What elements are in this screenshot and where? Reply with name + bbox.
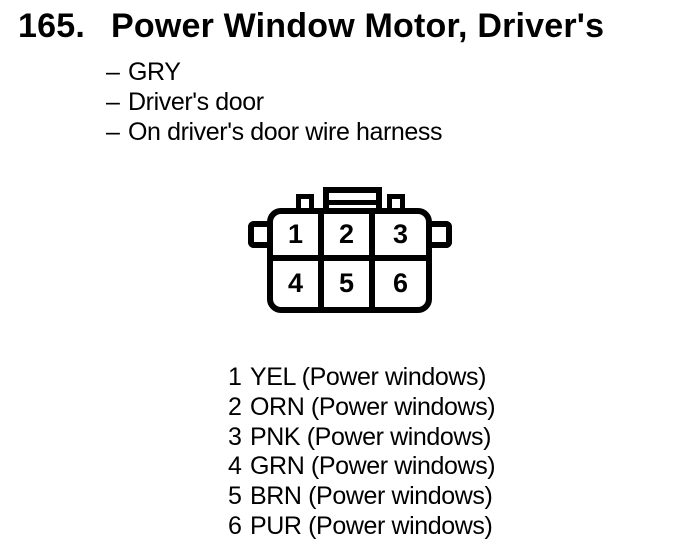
item-number: 165. bbox=[18, 7, 85, 45]
dash-bullet: – bbox=[106, 58, 120, 86]
pin-legend-row: 4 GRN (Power windows) bbox=[228, 452, 496, 482]
dash-bullet: – bbox=[106, 88, 120, 116]
pin-wire-label: BRN (Power windows) bbox=[250, 482, 493, 511]
connector-top-tab-left bbox=[296, 194, 314, 211]
pin-legend: 1 YEL (Power windows) 2 ORN (Power windo… bbox=[228, 363, 496, 542]
note-item: – GRY bbox=[106, 57, 442, 87]
pin-legend-row: 6 PUR (Power windows) bbox=[228, 512, 495, 542]
connector-latch-ridge bbox=[329, 200, 376, 205]
note-text: Driver's door bbox=[128, 88, 264, 116]
pin-number: 6 bbox=[228, 511, 242, 540]
note-text: On driver's door wire harness bbox=[128, 118, 443, 146]
pin-number: 2 bbox=[228, 392, 242, 421]
pin-number: 1 bbox=[228, 363, 242, 391]
item-title-text: Power Window Motor, Driver's bbox=[110, 7, 605, 45]
pin-cavity-5: 5 bbox=[324, 260, 375, 307]
note-text: GRY bbox=[128, 58, 181, 86]
pin-legend-row: 2 ORN (Power windows) bbox=[228, 392, 496, 423]
pin-legend-row: 5 BRN (Power windows) bbox=[228, 482, 495, 512]
page-title: 165. Power Window Motor, Driver's bbox=[18, 6, 604, 46]
pin-wire-label: GRN (Power windows) bbox=[250, 452, 496, 481]
pin-cavity-4: 4 bbox=[273, 260, 324, 307]
connector-latch bbox=[323, 187, 382, 211]
pin-wire-label: YEL (Power windows) bbox=[250, 363, 487, 391]
pin-legend-row: 3 PNK (Power windows) bbox=[228, 423, 495, 453]
connector-body: 1 2 3 4 5 6 bbox=[267, 208, 432, 313]
pin-cavity-3: 3 bbox=[375, 214, 426, 261]
pin-wire-label: PNK (Power windows) bbox=[250, 422, 492, 451]
pin-wire-label: PUR (Power windows) bbox=[250, 511, 493, 540]
pin-cavity-1: 1 bbox=[273, 214, 324, 261]
pin-number: 4 bbox=[228, 452, 242, 481]
pin-wire-label: ORN (Power windows) bbox=[250, 392, 496, 421]
note-item: – Driver's door bbox=[106, 87, 442, 117]
connector-top-tab-right bbox=[387, 194, 405, 211]
notes-list: – GRY – Driver's door – On driver's door… bbox=[106, 57, 443, 147]
pin-number: 3 bbox=[228, 422, 242, 451]
pin-cavity-6: 6 bbox=[392, 268, 409, 299]
dash-bullet: – bbox=[106, 118, 120, 146]
pin-legend-row: 1 YEL (Power windows) bbox=[228, 363, 495, 393]
pin-cavity-2: 2 bbox=[324, 214, 375, 261]
note-item: – On driver's door wire harness bbox=[106, 117, 443, 147]
pin-number: 5 bbox=[228, 482, 242, 511]
